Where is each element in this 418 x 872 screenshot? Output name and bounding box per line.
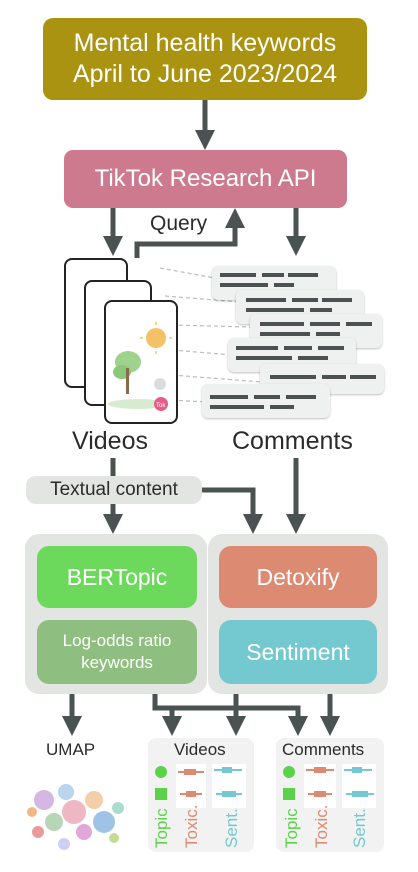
comments-toxic-label: Toxic. (312, 804, 331, 848)
box-plot-icon (155, 764, 246, 808)
sun-icon (146, 328, 166, 348)
detoxify-box: Detoxify (219, 546, 377, 608)
textual-content-label: Textual content (26, 476, 202, 504)
bertopic-label: BERTopic (66, 563, 168, 590)
videos-toxic-label: Toxic. (182, 804, 201, 848)
svg-text:Tok: Tok (156, 403, 166, 409)
comment-card (202, 384, 330, 418)
videos-label: Videos (72, 427, 148, 455)
umap-label: UMAP (46, 740, 96, 759)
keywords-line1: Mental health keywords (73, 29, 337, 57)
sentiment-label: Sentiment (246, 638, 350, 665)
keywords-box: Mental health keywords April to June 202… (43, 18, 367, 100)
tree-icon: Tok (108, 308, 174, 416)
bertopic-box: BERTopic (37, 546, 197, 608)
keywords-line2: April to June 2023/2024 (72, 60, 338, 88)
box-plot-icon (283, 764, 376, 808)
logodds-line2: keywords (81, 653, 153, 672)
api-label: TikTok Research API (94, 165, 317, 192)
videos-output-title: Videos (174, 740, 226, 759)
tiktok-logo-icon (154, 397, 168, 411)
comments-output-title: Comments (282, 740, 365, 759)
api-box: TikTok Research API (64, 150, 347, 208)
logodds-box: Log-odds ratio keywords (37, 620, 197, 684)
detoxify-label: Detoxify (256, 563, 340, 590)
umap-scatter-icon (27, 784, 124, 850)
logodds-line1: Log-odds ratio (62, 631, 172, 650)
sentiment-box: Sentiment (219, 620, 377, 684)
textual-content-text: Textual content (50, 479, 178, 500)
comments-topic-label: Topic (282, 808, 301, 848)
videos-sent-label: Sent. (222, 808, 241, 848)
comments-label: Comments (232, 427, 353, 455)
query-label: Query (150, 212, 208, 235)
comments-sent-label: Sent. (350, 808, 369, 848)
comment-text-lines (210, 273, 376, 409)
videos-topic-label: Topic (152, 808, 171, 848)
